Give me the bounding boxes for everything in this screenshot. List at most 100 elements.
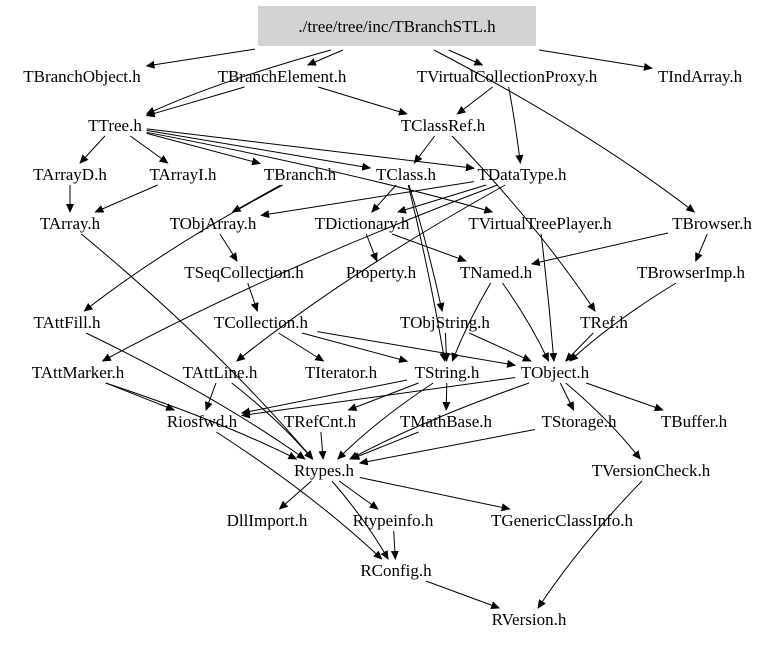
edge-tattline-to-rtypes bbox=[231, 382, 313, 460]
root-node-box bbox=[258, 6, 536, 46]
edge-tstorage-to-rtypes bbox=[358, 428, 536, 466]
edge-tvirtualcollectionproxy-to-tclassref bbox=[456, 86, 493, 115]
edge-rtypes-to-dllimport bbox=[278, 480, 312, 510]
edge-tmathbase-to-rtypes bbox=[350, 431, 419, 460]
node-riosfwd[interactable]: Riosfwd.h bbox=[167, 412, 238, 431]
node-tclass[interactable]: TClass.h bbox=[376, 165, 436, 184]
edge-root-to-tbranchobject bbox=[145, 48, 256, 69]
edge-tdatatype-to-tattline bbox=[235, 184, 506, 362]
node-tseqcollection[interactable]: TSeqCollection.h bbox=[184, 263, 304, 282]
node-tindarray[interactable]: TIndArray.h bbox=[658, 67, 743, 86]
node-tbranchobject[interactable]: TBranchObject.h bbox=[23, 67, 141, 86]
node-tvirtualtreeplayer[interactable]: TVirtualTreePlayer.h bbox=[468, 214, 612, 233]
edge-tdatatype-to-tattmarker bbox=[101, 184, 498, 362]
edge-tstring-to-tmathbase bbox=[442, 382, 451, 411]
edge-riosfwd-to-rconfig bbox=[216, 431, 383, 560]
node-rtypeinfo[interactable]: Rtypeinfo.h bbox=[353, 511, 434, 530]
edge-tobject-to-rtypes bbox=[349, 382, 530, 460]
edge-tcollection-to-tstring bbox=[301, 332, 409, 364]
edge-tbranch-to-tattfill bbox=[83, 184, 283, 312]
edge-ttree-to-tarrayd bbox=[79, 135, 106, 164]
node-tattline[interactable]: TAttLine.h bbox=[183, 363, 258, 382]
edge-tcollection-to-titerator bbox=[278, 332, 325, 362]
node-tbuffer[interactable]: TBuffer.h bbox=[661, 412, 728, 431]
edge-tbranchelement-to-ttree bbox=[145, 86, 245, 118]
edge-tvirtualtreeplayer-to-tobject bbox=[540, 233, 558, 362]
edge-tobject-to-riosfwd bbox=[240, 377, 516, 419]
node-rversion[interactable]: RVersion.h bbox=[492, 610, 567, 629]
edge-root-to-tbranchelement bbox=[306, 49, 344, 66]
node-rtypes[interactable]: Rtypes.h bbox=[294, 461, 354, 480]
edge-tattmarker-to-riosfwd bbox=[105, 382, 176, 411]
node-tdictionary[interactable]: TDictionary.h bbox=[315, 214, 410, 233]
node-tbrowser[interactable]: TBrowser.h bbox=[672, 214, 752, 233]
edge-rtypeinfo-to-rconfig bbox=[390, 530, 399, 560]
node-tnamed[interactable]: TNamed.h bbox=[460, 263, 533, 282]
edge-tcollection-to-tobject bbox=[317, 331, 517, 368]
node-tstring[interactable]: TString.h bbox=[415, 363, 480, 382]
edge-tattfill-to-rtypes bbox=[85, 332, 306, 460]
node-tversioncheck[interactable]: TVersionCheck.h bbox=[592, 461, 711, 480]
nodes: ./tree/tree/inc/TBranchSTL.h TBranchObje… bbox=[23, 6, 752, 629]
edge-rconfig-to-rversion bbox=[425, 580, 501, 609]
edge-root-to-tvirtualcollectionproxy bbox=[448, 49, 484, 66]
edge-trefcnt-to-rtypes bbox=[318, 431, 327, 460]
edge-tstring-to-riosfwd bbox=[240, 379, 408, 416]
node-titerator[interactable]: TIterator.h bbox=[305, 363, 378, 382]
edge-tnamed-to-tobject bbox=[502, 282, 549, 362]
edge-tstring-to-rtypes bbox=[337, 382, 434, 460]
edge-tclass-to-tstring bbox=[407, 184, 448, 362]
node-tdatatype[interactable]: TDataType.h bbox=[478, 165, 567, 184]
node-tbrowserimp[interactable]: TBrowserImp.h bbox=[637, 263, 746, 282]
node-tcollection[interactable]: TCollection.h bbox=[214, 313, 308, 332]
node-tobjstring[interactable]: TObjString.h bbox=[400, 313, 490, 332]
edge-tclassref-to-tref bbox=[451, 135, 596, 312]
node-trefcnt[interactable]: TRefCnt.h bbox=[284, 412, 357, 431]
node-tclassref[interactable]: TClassRef.h bbox=[401, 116, 486, 135]
node-tbranchelement[interactable]: TBranchElement.h bbox=[218, 67, 347, 86]
node-tarrayd[interactable]: TArrayD.h bbox=[33, 165, 107, 184]
edge-tbrowser-to-tnamed bbox=[530, 232, 669, 267]
edge-tbrowser-to-tbrowserimp bbox=[695, 233, 708, 262]
node-tref[interactable]: TRef.h bbox=[580, 313, 628, 332]
edge-tvirtualcollectionproxy-to-tdatatype bbox=[508, 86, 524, 164]
edge-tnamed-to-tstring bbox=[451, 282, 492, 362]
node-ttree[interactable]: TTree.h bbox=[88, 116, 142, 135]
edge-rtypes-to-rconfig bbox=[331, 480, 389, 560]
node-rconfig[interactable]: RConfig.h bbox=[360, 561, 432, 580]
node-tmathbase[interactable]: TMathBase.h bbox=[400, 412, 493, 431]
edge-root-to-ttree bbox=[145, 49, 331, 115]
edge-rtypes-to-rtypeinfo bbox=[338, 480, 379, 510]
edge-tobjstring-to-tstring bbox=[442, 332, 451, 362]
edge-tdatatype-to-tdictionary bbox=[396, 184, 487, 214]
edge-tversioncheck-to-rversion bbox=[537, 480, 643, 609]
node-tobjarray[interactable]: TObjArray.h bbox=[170, 214, 257, 233]
node-tvirtualcollectionproxy[interactable]: TVirtualCollectionProxy.h bbox=[417, 67, 598, 86]
edge-tdictionary-to-tnamed bbox=[391, 233, 467, 263]
node-tobject[interactable]: TObject.h bbox=[521, 363, 590, 382]
node-tbranch[interactable]: TBranch.h bbox=[264, 165, 337, 184]
edge-tattmarker-to-rtypes bbox=[105, 382, 298, 460]
edge-tarrayi-to-tarray bbox=[94, 184, 158, 213]
edge-tclass-to-tdictionary bbox=[371, 184, 397, 213]
edge-ttree-to-tarrayi bbox=[129, 135, 169, 164]
node-tgenericclassinfo[interactable]: TGenericClassInfo.h bbox=[491, 511, 634, 530]
edge-tseqcollection-to-tcollection bbox=[247, 282, 259, 312]
edge-tbranch-to-tobjarray bbox=[231, 184, 281, 213]
node-tarrayi[interactable]: TArrayI.h bbox=[149, 165, 217, 184]
edge-tobject-to-tversioncheck bbox=[565, 382, 641, 460]
node-tarray[interactable]: TArray.h bbox=[40, 214, 101, 233]
edge-tbrowserimp-to-tobject bbox=[569, 282, 677, 362]
node-property[interactable]: Property.h bbox=[346, 263, 417, 282]
node-tattfill[interactable]: TAttFill.h bbox=[33, 313, 101, 332]
node-dllimport[interactable]: DllImport.h bbox=[227, 511, 308, 530]
edge-tref-to-tobject bbox=[565, 332, 594, 362]
edge-tobjarray-to-tseqcollection bbox=[219, 233, 238, 262]
node-tattmarker[interactable]: TAttMarker.h bbox=[32, 363, 125, 382]
node-tstorage[interactable]: TStorage.h bbox=[541, 412, 617, 431]
edges bbox=[66, 48, 708, 609]
edge-ttree-to-tclass bbox=[146, 129, 372, 171]
edge-tstring-to-trefcnt bbox=[347, 382, 419, 411]
